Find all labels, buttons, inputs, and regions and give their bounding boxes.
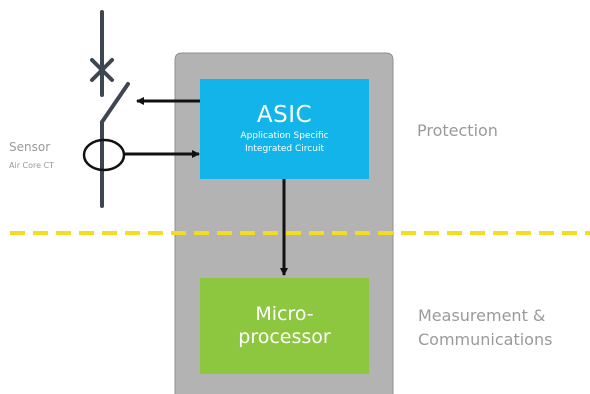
measurement-zone-label-line-2: Communications xyxy=(418,330,553,349)
microprocessor-title: Micro- processor xyxy=(238,303,330,349)
protection-zone-label: Protection xyxy=(417,121,498,140)
microprocessor-title-line-1: Micro- xyxy=(255,303,314,325)
asic-block: ASIC Application Specific Integrated Cir… xyxy=(200,79,369,179)
measurement-zone-label: Measurement & Communications xyxy=(418,304,552,352)
asic-subtitle-line-1: Application Specific xyxy=(240,130,329,141)
asic-subtitle-line-2: Integrated Circuit xyxy=(245,143,324,154)
sensor-sublabel: Air Core CT xyxy=(9,161,55,170)
asic-subtitle: Application Specific Integrated Circuit xyxy=(240,130,328,156)
microprocessor-title-line-2: processor xyxy=(238,326,331,348)
measurement-zone-label-line-1: Measurement & xyxy=(418,306,546,325)
sensor-label: Sensor xyxy=(9,140,51,154)
asic-title: ASIC xyxy=(256,101,313,128)
disconnect-x-icon xyxy=(90,58,114,82)
microprocessor-block: Micro- processor xyxy=(200,278,369,374)
breaker-contact xyxy=(100,82,130,124)
